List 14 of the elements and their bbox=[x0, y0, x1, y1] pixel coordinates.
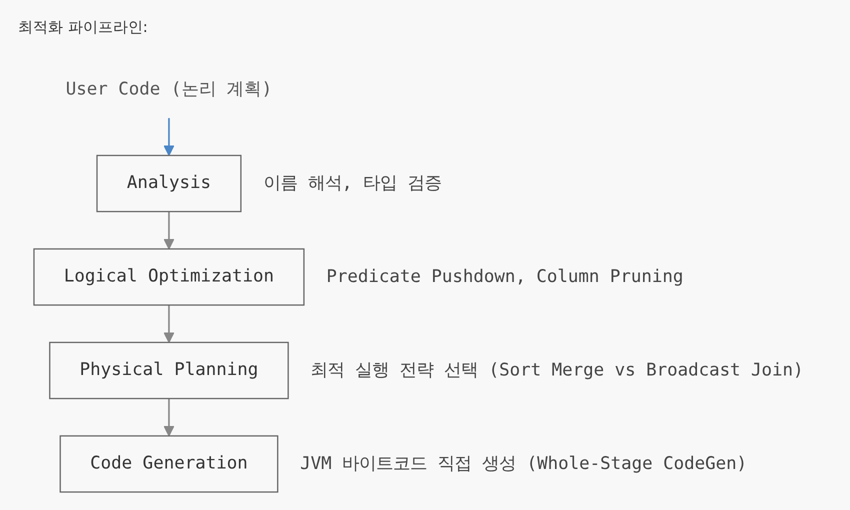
annotation-text: 이름 해석, 타입 검증 bbox=[263, 174, 442, 194]
text-label: User Code (논리 계획) bbox=[66, 79, 272, 100]
diagram-title: 최적화 파이프라인: bbox=[18, 18, 148, 37]
annotation-text: Predicate Pushdown, Column Pruning bbox=[326, 267, 684, 287]
arrow bbox=[163, 305, 174, 343]
arrow bbox=[163, 118, 174, 156]
process-box: Analysis bbox=[96, 154, 242, 212]
arrow bbox=[163, 398, 174, 436]
process-box: Code Generation bbox=[60, 435, 278, 493]
process-box: Logical Optimization bbox=[33, 248, 305, 306]
annotation-text: 최적 실행 전략 선택 (Sort Merge vs Broadcast Join) bbox=[310, 360, 804, 380]
annotation-text: JVM 바이트코드 직접 생성 (Whole-Stage CodeGen) bbox=[300, 454, 748, 474]
process-box: Physical Planning bbox=[49, 342, 289, 400]
arrow bbox=[163, 212, 174, 250]
